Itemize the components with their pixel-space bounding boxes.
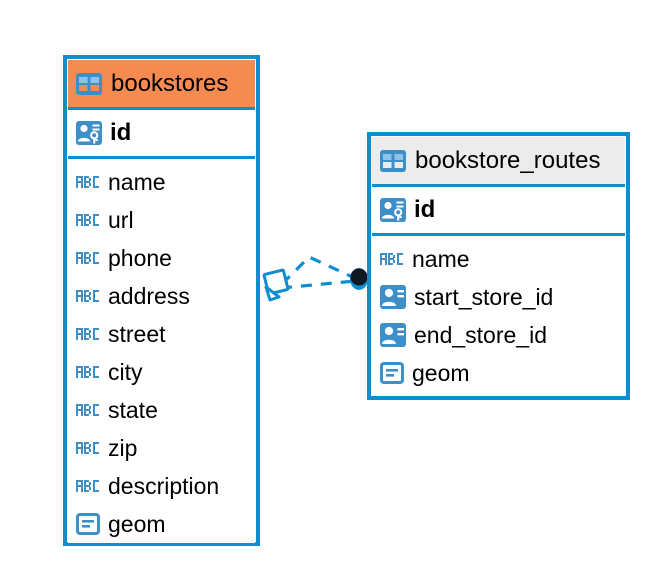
field-row-address[interactable]: address	[68, 277, 255, 315]
relationship-line-upper	[280, 255, 358, 286]
abc-text-icon	[76, 252, 99, 264]
field-list-bookstores: name url	[68, 159, 255, 543]
table-icon	[380, 149, 406, 172]
relationship-source-diamond-icon	[262, 268, 290, 302]
field-label: geom	[108, 510, 166, 537]
field-label: state	[108, 396, 158, 423]
field-row-geom[interactable]: geom	[68, 505, 255, 543]
field-label: description	[108, 472, 220, 499]
field-row-street[interactable]: street	[68, 315, 255, 353]
abc-text-icon	[76, 290, 99, 302]
abc-text-icon	[76, 480, 99, 492]
relationship-line-lower	[280, 279, 356, 290]
field-label: start_store_id	[414, 283, 554, 310]
abc-text-icon	[76, 404, 99, 416]
field-label: phone	[108, 244, 172, 271]
abc-text-icon	[76, 328, 99, 340]
abc-text-icon	[76, 366, 99, 378]
field-label: id	[414, 196, 436, 223]
geometry-icon	[76, 513, 100, 535]
field-row-name[interactable]: name	[372, 240, 625, 278]
abc-text-icon	[76, 214, 99, 226]
entity-title: bookstores	[111, 69, 229, 97]
entity-body: bookstore_routes id	[371, 136, 626, 396]
field-label: geom	[412, 359, 470, 386]
field-row-city[interactable]: city	[68, 353, 255, 391]
field-row-geom[interactable]: geom	[372, 354, 625, 392]
primary-key-icon	[76, 121, 102, 145]
field-row-name[interactable]: name	[68, 163, 255, 201]
field-row-primary-key[interactable]: id	[68, 110, 255, 159]
field-row-start-store-id[interactable]: start_store_id	[372, 278, 625, 316]
field-label: name	[412, 245, 470, 272]
field-label: end_store_id	[414, 321, 547, 348]
abc-text-icon	[380, 253, 403, 265]
field-row-phone[interactable]: phone	[68, 239, 255, 277]
field-row-description[interactable]: description	[68, 467, 255, 505]
entity-table-bookstore-routes[interactable]: bookstore_routes id	[367, 132, 630, 400]
field-row-state[interactable]: state	[68, 391, 255, 429]
field-label: url	[108, 206, 134, 233]
field-row-zip[interactable]: zip	[68, 429, 255, 467]
abc-text-icon	[76, 176, 99, 188]
foreign-key-icon	[380, 285, 406, 309]
field-label: id	[110, 119, 132, 146]
entity-table-bookstores[interactable]: bookstores id	[63, 55, 260, 546]
field-row-url[interactable]: url	[68, 201, 255, 239]
table-icon	[76, 72, 102, 95]
entity-header-bookstores[interactable]: bookstores	[68, 60, 255, 110]
field-label: city	[108, 358, 143, 385]
abc-text-icon	[76, 442, 99, 454]
entity-body: bookstores id	[67, 59, 256, 543]
field-label: address	[108, 282, 190, 309]
relationship-target-dot-icon	[350, 268, 368, 290]
field-label: street	[108, 320, 166, 347]
foreign-key-icon	[380, 323, 406, 347]
field-label: name	[108, 168, 166, 195]
field-row-primary-key[interactable]: id	[372, 187, 625, 236]
field-list-bookstore-routes: name start_store_id	[372, 236, 625, 395]
entity-title: bookstore_routes	[415, 146, 601, 174]
geometry-icon	[380, 362, 404, 384]
field-label: zip	[108, 434, 138, 461]
primary-key-icon	[380, 198, 406, 222]
entity-header-bookstore-routes[interactable]: bookstore_routes	[372, 137, 625, 187]
field-row-end-store-id[interactable]: end_store_id	[372, 316, 625, 354]
